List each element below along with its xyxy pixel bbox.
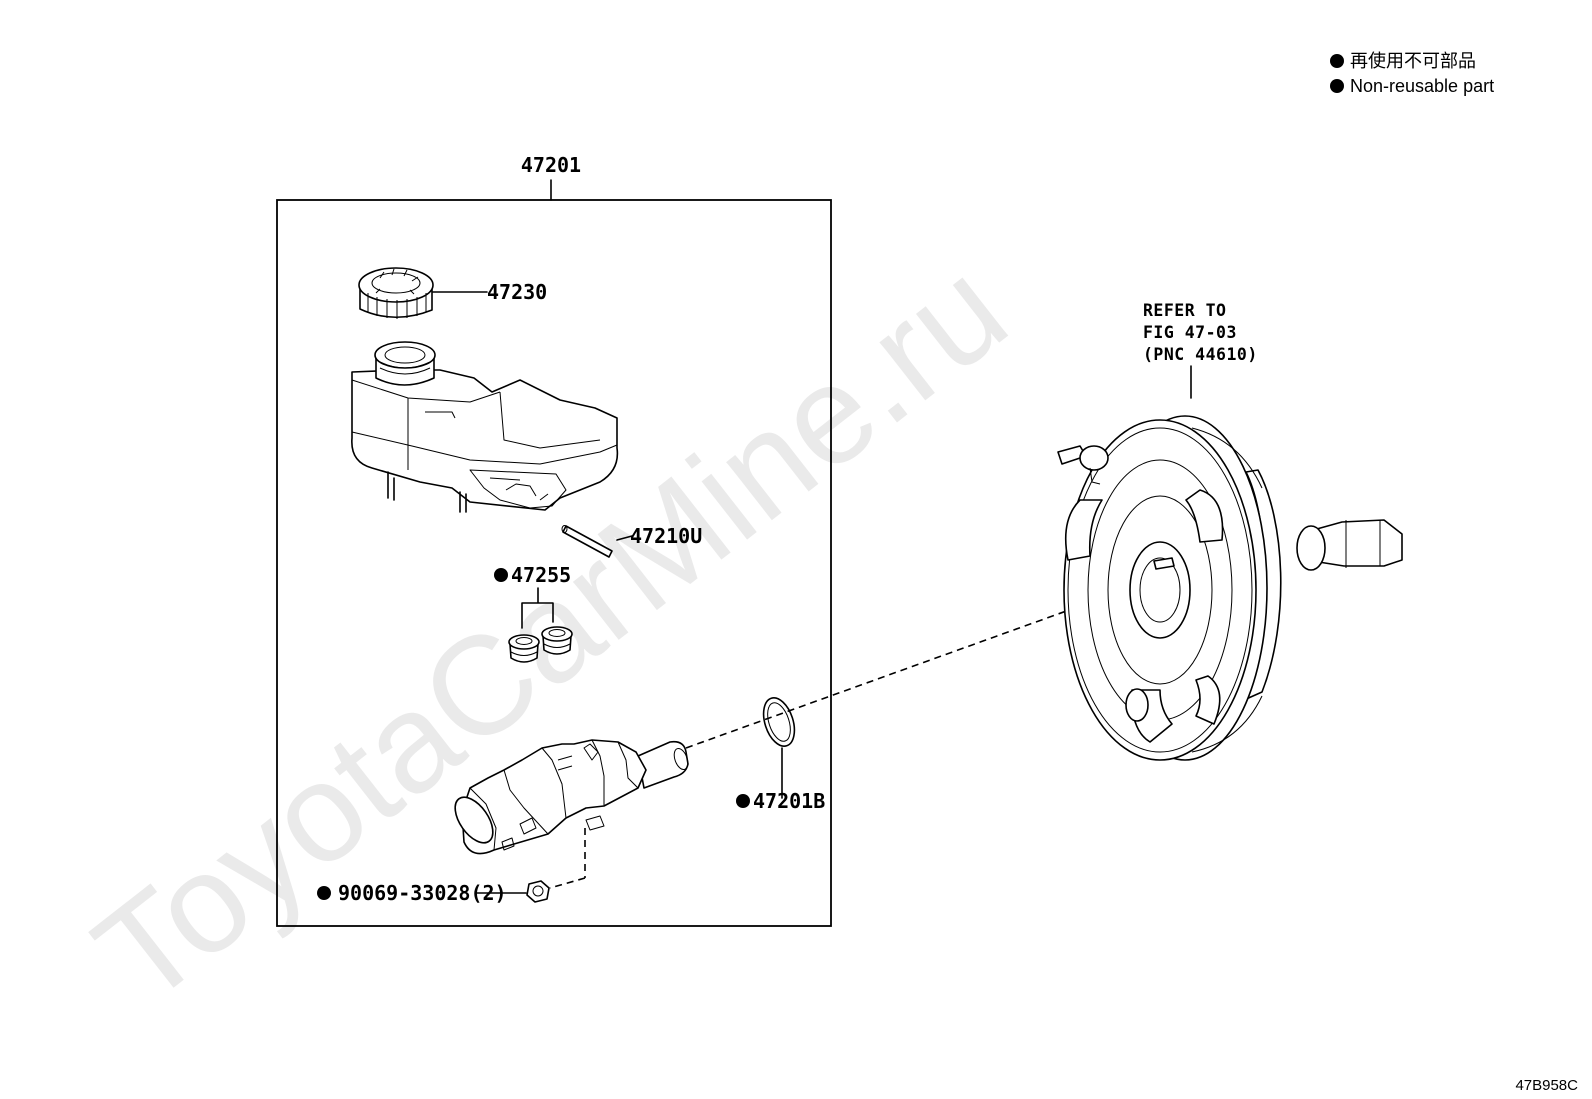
legend: 再使用不可部品 Non-reusable part [1330, 51, 1494, 96]
refer-line-3: (PNC 44610) [1143, 345, 1258, 364]
diagram-code: 47B958C [1515, 1077, 1578, 1094]
part-label-47210U: 47210U [630, 524, 702, 548]
refer-line-2: FIG 47-03 [1143, 323, 1237, 342]
non-reusable-bullet-icon [317, 886, 331, 900]
nut-drawing [526, 880, 550, 903]
part-label-47201B: 47201B [753, 789, 825, 813]
non-reusable-bullet-icon [1330, 79, 1344, 93]
part-label-47255: 47255 [511, 563, 571, 587]
assembly-group: 47201 [276, 153, 832, 927]
assembly-label: 47201 [521, 153, 581, 177]
assembly-box [276, 199, 832, 927]
legend-english-text: Non-reusable part [1350, 76, 1494, 96]
non-reusable-bullet-icon [1330, 54, 1344, 68]
non-reusable-bullet-icon [494, 568, 508, 582]
reservoir-tank-drawing [351, 341, 619, 513]
reservoir-cap-drawing [358, 267, 434, 319]
grommet-drawing [508, 626, 573, 663]
part-label-47230: 47230 [487, 280, 547, 304]
refer-note: REFER TO FIG 47-03 (PNC 44610) [1143, 301, 1258, 364]
non-reusable-bullet-icon [736, 794, 750, 808]
master-cylinder-drawing [454, 739, 689, 855]
refer-line-1: REFER TO [1143, 301, 1226, 320]
o-ring-drawing [762, 697, 796, 747]
legend-japanese-text: 再使用不可部品 [1350, 51, 1476, 72]
pin-drawing [561, 525, 613, 558]
brake-booster-drawing [1057, 415, 1403, 761]
